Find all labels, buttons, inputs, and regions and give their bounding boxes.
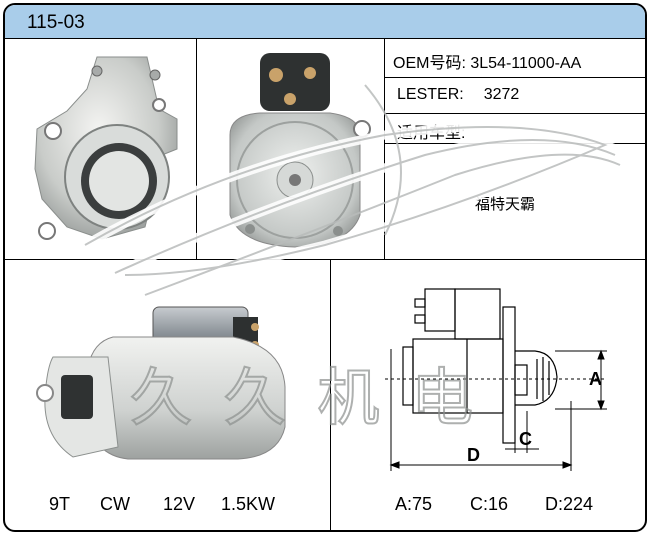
fit-value: 福特天霸 — [475, 196, 536, 213]
voltage-value: 12V — [163, 494, 196, 514]
grid-divider — [384, 143, 645, 144]
grid-divider — [384, 113, 645, 114]
lester-separator: : — [459, 86, 464, 103]
dimension-a-value: A:75 — [395, 494, 433, 514]
rotation-value: CW — [100, 494, 130, 514]
oem-label: OEM号码 — [393, 55, 462, 72]
oem-value: 3L54-11000-AA — [470, 55, 582, 72]
fit-label: 适用车型 — [397, 125, 462, 142]
dimension-drawing: A C D — [385, 288, 607, 471]
oem-row: OEM号码: 3L54-11000-AA — [393, 49, 581, 73]
starter-rear-view-photo — [229, 53, 371, 248]
dimension-c-value: C:16 — [470, 494, 509, 514]
power-value: 1.5KW — [221, 494, 276, 514]
fit-separator: : — [461, 125, 466, 142]
solenoid-terminal-block — [424, 288, 456, 332]
grid-divider — [384, 77, 645, 78]
grid-divider — [384, 39, 385, 259]
product-spec-sheet: 115-03 OEM号码: 3L54-11000-AA LESTER:3272 … — [3, 3, 647, 532]
starter-front-view-photo — [34, 56, 178, 240]
dimension-c-label: C — [519, 429, 532, 449]
lester-value: 3272 — [483, 86, 520, 103]
motor-housing — [412, 338, 504, 414]
fit-row: 适用车型: — [397, 119, 465, 143]
starter-side-view-photo — [36, 306, 286, 460]
grid-divider — [196, 39, 197, 259]
teeth-value: 9T — [49, 494, 71, 514]
oem-separator: : — [461, 55, 466, 72]
part-code: 115-03 — [27, 12, 85, 33]
lester-label: LESTER — [397, 86, 460, 103]
dimension-d-label: D — [467, 445, 480, 465]
mounting-flange — [502, 306, 516, 444]
lester-row: LESTER: 3272 — [397, 86, 519, 104]
grid-divider — [330, 259, 331, 530]
dimension-a-label: A — [589, 369, 602, 389]
dimension-d-value: D:224 — [545, 494, 594, 514]
grid-divider — [5, 259, 645, 260]
header-bar: 115-03 — [5, 5, 645, 39]
